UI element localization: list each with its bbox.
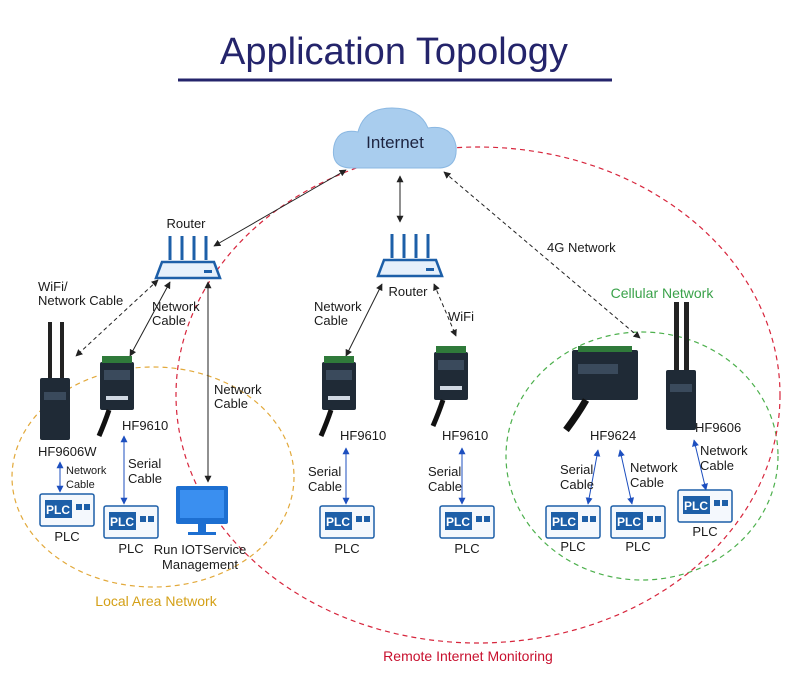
plc-6-label: PLC <box>625 539 650 554</box>
plc-4-icon: PLC <box>439 505 495 539</box>
link-hf9606-plc <box>692 439 708 491</box>
computer-label-line1: Run IOTService <box>154 542 246 557</box>
monitor-icon <box>176 486 228 535</box>
remote-zone-boundary <box>175 146 781 644</box>
router-middle-label: Router <box>388 284 428 299</box>
internet-label: Internet <box>366 133 424 152</box>
link-label-serial-a-1: Serial <box>128 456 161 471</box>
link-label-netcable-b-1: Network <box>214 382 262 397</box>
plc-2-icon-text: PLC <box>110 515 134 529</box>
plc-3-icon: PLC <box>319 505 375 539</box>
link-label-netcable-a-2: Cable <box>152 313 186 328</box>
link-hf9624-plc-1 <box>585 449 601 505</box>
link-label-netcable-c-2: Cable <box>314 313 348 328</box>
hf9610-c-device-icon <box>433 346 468 426</box>
link-label-serial-c-2: Cable <box>428 479 462 494</box>
link-label-serial-c-1: Serial <box>428 464 461 479</box>
link-label-serial-a-2: Cable <box>128 471 162 486</box>
hf9606w-label: HF9606W <box>38 444 97 459</box>
page-title: Application Topology <box>220 31 568 73</box>
internet-cloud-icon <box>332 107 457 169</box>
link-label-4g-network: 4G Network <box>547 240 616 255</box>
link-label-wifi: WiFi <box>448 309 474 324</box>
router-left-icon <box>154 234 222 280</box>
hf9610-b-device-icon <box>321 356 356 436</box>
plc-1-icon: PLC <box>39 493 95 527</box>
plc-3-icon-text: PLC <box>326 515 350 529</box>
plc-3-label: PLC <box>334 541 359 556</box>
link-label-netcable-e-2: Cable <box>630 475 664 490</box>
link-label-netcable-b-2: Cable <box>214 396 248 411</box>
link-label-netcable-a-1: Network <box>152 299 200 314</box>
plc-7-label: PLC <box>692 524 717 539</box>
link-router-left-hf9610a <box>129 281 171 357</box>
link-label-netcable-f-2: Cable <box>700 458 734 473</box>
link-label-serial-d-2: Cable <box>560 477 594 492</box>
hf9610-b-label: HF9610 <box>340 428 386 443</box>
lan-zone-boundary <box>11 366 295 588</box>
link-router-middle-hf9610c <box>433 283 457 337</box>
router-left-label: Router <box>166 216 206 231</box>
link-router-left-hf9606w <box>75 279 159 357</box>
hf9610-a-label: HF9610 <box>122 418 168 433</box>
plc-5-icon-text: PLC <box>552 515 576 529</box>
link-label-netcable-d-2: Cable <box>66 479 95 491</box>
plc-5-label: PLC <box>560 539 585 554</box>
link-label-serial-d-1: Serial <box>560 462 593 477</box>
plc-1-label: PLC <box>54 529 79 544</box>
plc-7-icon: PLC <box>677 489 733 523</box>
hf9606w-device-icon <box>40 322 70 440</box>
hf9606-label: HF9606 <box>695 420 741 435</box>
zone-label-remote: Remote Internet Monitoring <box>383 648 553 664</box>
hf9606-device-icon <box>666 302 696 430</box>
plc-2-icon: PLC <box>103 505 159 539</box>
computer-label-line2: Management <box>162 557 238 572</box>
router-middle-icon <box>376 232 444 278</box>
link-label-netcable-e-1: Network <box>630 460 678 475</box>
link-label-wifi-netcable-2: Network Cable <box>38 293 123 308</box>
zone-label-cellular: Cellular Network <box>611 285 715 301</box>
plc-2-label: PLC <box>118 541 143 556</box>
link-router-left-internet <box>213 169 347 247</box>
plc-5-icon: PLC <box>545 505 601 539</box>
plc-4-label: PLC <box>454 541 479 556</box>
cellular-zone-boundary <box>505 331 779 581</box>
plc-7-icon-text: PLC <box>684 499 708 513</box>
link-hf9624-plc-2 <box>617 449 635 505</box>
plc-6-icon-text: PLC <box>617 515 641 529</box>
hf9610-c-label: HF9610 <box>442 428 488 443</box>
zone-label-lan: Local Area Network <box>95 593 217 609</box>
plc-4-icon-text: PLC <box>446 515 470 529</box>
link-label-netcable-f-1: Network <box>700 443 748 458</box>
link-4g-internet <box>443 171 641 339</box>
link-label-serial-b-2: Cable <box>308 479 342 494</box>
link-label-netcable-c-1: Network <box>314 299 362 314</box>
link-label-serial-b-1: Serial <box>308 464 341 479</box>
hf9624-device-icon <box>563 346 638 433</box>
link-label-wifi-netcable-1: WiFi/ <box>38 279 68 294</box>
plc-1-icon-text: PLC <box>46 503 70 517</box>
hf9624-label: HF9624 <box>590 428 636 443</box>
plc-6-icon: PLC <box>610 505 666 539</box>
link-router-middle-hf9610b <box>345 283 383 357</box>
link-label-netcable-d-1: Network <box>66 465 107 477</box>
